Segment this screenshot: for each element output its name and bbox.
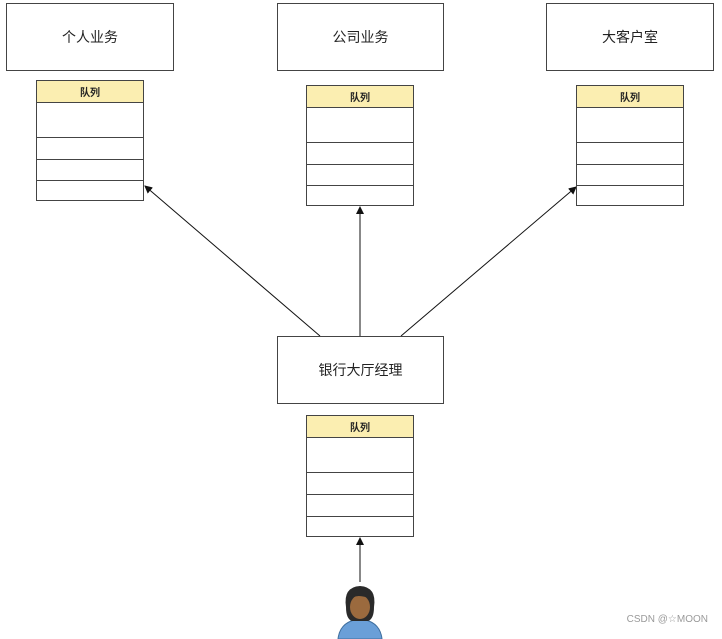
queue-slot xyxy=(37,181,143,202)
watermark: CSDN @☆MOON xyxy=(626,614,708,625)
queue-entry: 队列 xyxy=(306,415,414,537)
queue-vip: 队列 xyxy=(576,85,684,206)
department-label: 个人业务 xyxy=(62,30,118,46)
queue-slot xyxy=(37,138,143,160)
queue-slot xyxy=(307,473,413,495)
department-personal-box: 个人业务 xyxy=(6,3,174,71)
department-label: 公司业务 xyxy=(332,30,389,46)
queue-slot xyxy=(577,108,683,143)
queue-slot xyxy=(577,143,683,165)
arrow-to-vip-queue xyxy=(400,186,577,337)
queue-corporate: 队列 xyxy=(306,85,414,206)
queue-slot xyxy=(307,186,413,207)
queue-slot xyxy=(307,438,413,473)
queue-header: 队列 xyxy=(37,81,143,103)
queue-header: 队列 xyxy=(307,86,413,108)
queue-slot xyxy=(307,495,413,517)
queue-personal: 队列 xyxy=(36,80,144,201)
department-vip-box: 大客户室 xyxy=(546,3,714,71)
queue-slot xyxy=(37,103,143,138)
arrow-to-personal-queue xyxy=(144,185,321,337)
queue-slot xyxy=(307,517,413,538)
manager-label: 银行大厅经理 xyxy=(318,363,403,379)
queue-header: 队列 xyxy=(577,86,683,108)
queue-slot xyxy=(577,165,683,186)
department-corporate-box: 公司业务 xyxy=(277,3,444,71)
queue-slot xyxy=(307,165,413,186)
queue-slot xyxy=(307,143,413,165)
queue-slot xyxy=(307,108,413,143)
queue-slot xyxy=(37,160,143,181)
queue-slot xyxy=(577,186,683,207)
queue-header: 队列 xyxy=(307,416,413,438)
customer-person-icon xyxy=(337,586,383,639)
department-label: 大客户室 xyxy=(602,30,658,46)
manager-box: 银行大厅经理 xyxy=(277,336,444,404)
